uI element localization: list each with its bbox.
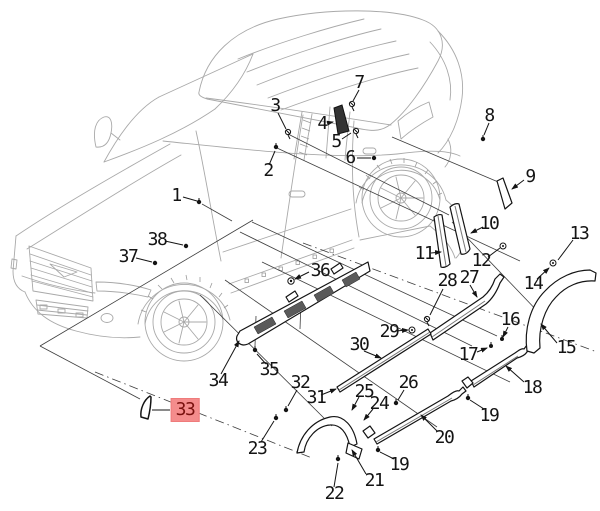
callout-29[interactable]: 29 (379, 321, 400, 342)
callout-5[interactable]: 5 (331, 131, 342, 152)
part-pillar-corner-trim (333, 104, 350, 135)
callout-15[interactable]: 15 (556, 337, 577, 358)
fasteners (152, 100, 557, 462)
part-fender-garnish-33 (140, 395, 152, 420)
callout-14[interactable]: 14 (523, 273, 544, 294)
screw-fasteners (284, 100, 431, 327)
callout-30[interactable]: 30 (349, 334, 370, 355)
callout-6[interactable]: 6 (345, 147, 356, 168)
callout-31[interactable]: 31 (306, 387, 327, 408)
callout-20[interactable]: 20 (434, 427, 455, 448)
part-board-bracket-2 (330, 262, 344, 275)
exploded-parts (140, 104, 597, 460)
callout-8[interactable]: 8 (484, 105, 495, 126)
part-quarter-trim (496, 177, 513, 210)
callout-3[interactable]: 3 (270, 95, 281, 116)
callout-18[interactable]: 18 (522, 377, 543, 398)
callout-38[interactable]: 38 (147, 229, 168, 250)
part-belt-molding-rear (429, 273, 505, 341)
callout-24[interactable]: 24 (369, 393, 390, 414)
callout-9[interactable]: 9 (525, 166, 536, 187)
callout-2[interactable]: 2 (263, 160, 274, 181)
callout-33-highlighted[interactable]: 33 (170, 398, 200, 422)
callout-4[interactable]: 4 (317, 113, 328, 134)
callout-19a[interactable]: 19 (479, 405, 500, 426)
callout-10[interactable]: 10 (479, 213, 500, 234)
part-arch-flare-front-bracket (345, 442, 363, 460)
callout-23[interactable]: 23 (247, 438, 268, 459)
callout-35[interactable]: 35 (259, 359, 280, 380)
part-arch-flare-rear (525, 269, 597, 354)
callout-7[interactable]: 7 (354, 72, 365, 93)
part-sill-cap-front (362, 425, 376, 439)
callout-16[interactable]: 16 (500, 309, 521, 330)
callout-21[interactable]: 21 (364, 470, 385, 491)
callout-22[interactable]: 22 (324, 483, 345, 504)
callout-34[interactable]: 34 (208, 370, 229, 391)
callout-12[interactable]: 12 (471, 250, 492, 271)
callout-19b[interactable]: 19 (389, 454, 410, 475)
part-board-bracket-1 (285, 290, 299, 303)
callout-27[interactable]: 27 (459, 267, 480, 288)
callout-37[interactable]: 37 (118, 246, 139, 267)
callout-25[interactable]: 25 (354, 381, 375, 402)
callout-13[interactable]: 13 (569, 223, 590, 244)
pin-fasteners (152, 135, 504, 462)
callout-36[interactable]: 36 (310, 260, 331, 281)
callout-1[interactable]: 1 (171, 185, 182, 206)
callout-26[interactable]: 26 (398, 372, 419, 393)
clip-fasteners (287, 242, 557, 334)
part-sill-cap-rear (461, 376, 474, 389)
callout-32[interactable]: 32 (290, 372, 311, 393)
leader-lines (135, 89, 574, 488)
callout-28[interactable]: 28 (437, 270, 458, 291)
callout-17[interactable]: 17 (458, 344, 479, 365)
callout-11[interactable]: 11 (414, 243, 435, 264)
